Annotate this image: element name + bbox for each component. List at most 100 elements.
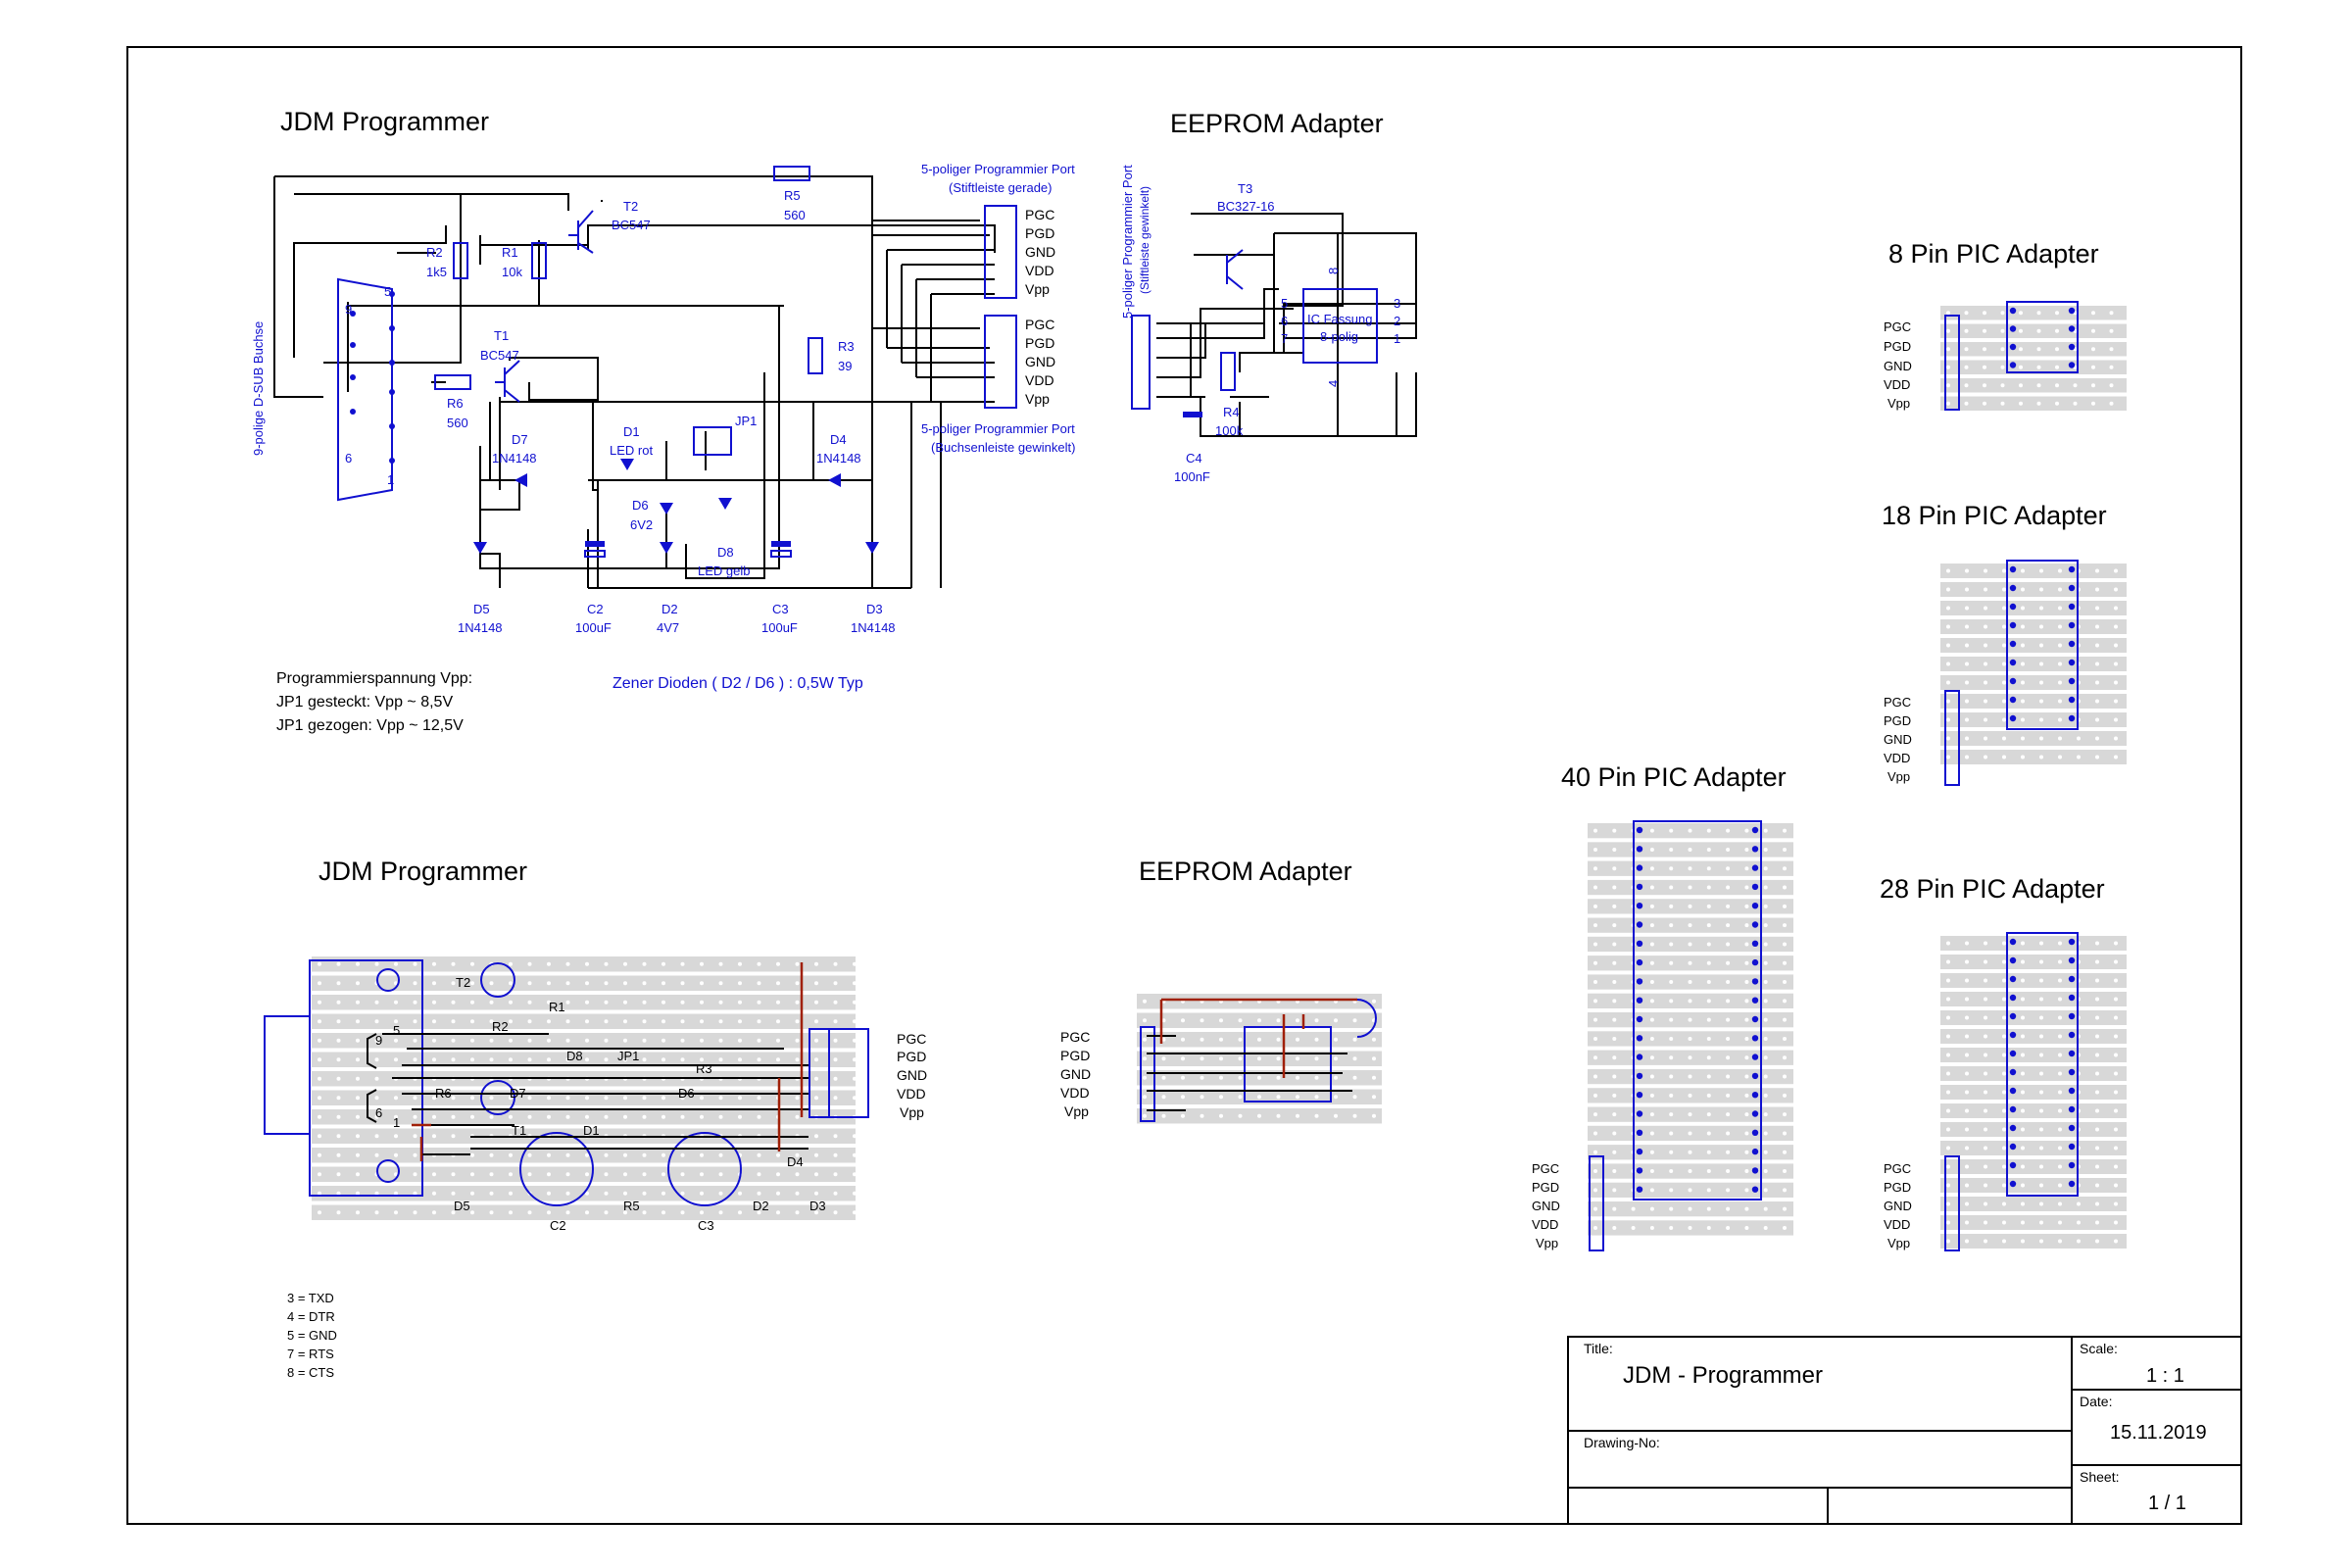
t1-footprint	[480, 1080, 515, 1115]
port-straight-lines: 5-poliger Programmier Port (Stiftleiste …	[921, 162, 1075, 455]
svg-text:6V2: 6V2	[630, 517, 653, 532]
svg-text:GND: GND	[1884, 732, 1912, 747]
jdm-board	[312, 956, 857, 1220]
svg-text:JP1: JP1	[617, 1049, 639, 1063]
svg-text:D6: D6	[632, 498, 649, 513]
r5-symbol	[773, 166, 810, 181]
svg-text:7 = RTS: 7 = RTS	[287, 1347, 334, 1361]
svg-text:PGD: PGD	[1060, 1048, 1090, 1063]
port-angled-symbol	[984, 315, 1017, 409]
svg-text:1N4148: 1N4148	[458, 620, 503, 635]
svg-text:39: 39	[838, 359, 852, 373]
svg-text:1: 1	[1394, 331, 1400, 346]
svg-text:IC Fassung: IC Fassung	[1307, 312, 1372, 326]
svg-text:GND: GND	[1884, 1199, 1912, 1213]
svg-text:2: 2	[1394, 314, 1400, 328]
svg-text:R5: R5	[623, 1199, 640, 1213]
layout-signal-labels: PGC PGD GND VDD Vpp	[897, 1031, 927, 1120]
svg-text:560: 560	[784, 208, 806, 222]
c3-symbol	[770, 541, 792, 558]
svg-text:(Buchsenleiste gewinkelt): (Buchsenleiste gewinkelt)	[931, 440, 1075, 455]
svg-text:VDD: VDD	[1025, 263, 1054, 278]
pic40-socket	[1633, 820, 1762, 1200]
pic8-board	[1940, 306, 2127, 411]
svg-text:LED rot: LED rot	[610, 443, 653, 458]
eeprom-board	[1137, 994, 1382, 1124]
title-block: Title: JDM - Programmer Drawing-No: Scal…	[1567, 1336, 2242, 1525]
d6-symbol	[660, 503, 673, 514]
dsub-shell	[264, 1015, 311, 1135]
drawing-title: JDM - Programmer	[1623, 1362, 1823, 1389]
svg-text:D8: D8	[566, 1049, 583, 1063]
svg-text:Vpp: Vpp	[1887, 769, 1910, 784]
svg-text:VDD: VDD	[1884, 377, 1910, 392]
svg-text:Vpp: Vpp	[1064, 1103, 1089, 1119]
svg-text:D2: D2	[753, 1199, 769, 1213]
dsub-pin-9: 9	[345, 302, 352, 317]
svg-text:3: 3	[1394, 296, 1400, 311]
svg-text:Vpp: Vpp	[1536, 1236, 1558, 1250]
scale-value: 1 : 1	[2146, 1365, 2184, 1387]
svg-text:C2: C2	[550, 1218, 566, 1233]
c4-symbol	[1183, 412, 1202, 417]
svg-text:JP1 gezogen: Vpp ~ 12,5V: JP1 gezogen: Vpp ~ 12,5V	[276, 717, 464, 734]
r1-symbol	[531, 242, 547, 279]
svg-text:JP1: JP1	[735, 414, 757, 428]
svg-text:C3: C3	[772, 602, 789, 616]
vpp-note: Programmierspannung Vpp: JP1 gesteckt: V…	[276, 670, 472, 734]
svg-text:100uF: 100uF	[575, 620, 612, 635]
svg-text:D5: D5	[454, 1199, 470, 1213]
d4-symbol	[828, 473, 841, 487]
svg-text:GND: GND	[1884, 359, 1912, 373]
title-jdm-layout: JDM Programmer	[318, 857, 527, 886]
svg-text:1k5: 1k5	[426, 265, 447, 279]
svg-text:PGD: PGD	[1532, 1180, 1559, 1195]
svg-text:Vpp: Vpp	[1025, 391, 1050, 407]
svg-text:8: 8	[1326, 268, 1341, 274]
c2-footprint	[519, 1132, 594, 1206]
svg-text:PGD: PGD	[1884, 1180, 1911, 1195]
pic28-header	[1944, 1155, 1960, 1251]
svg-text:PGC: PGC	[1025, 317, 1054, 332]
svg-text:1: 1	[393, 1115, 400, 1130]
svg-text:PGD: PGD	[1884, 339, 1911, 354]
r3-symbol	[808, 337, 823, 374]
pic18-board	[1940, 564, 2127, 764]
svg-text:8 = CTS: 8 = CTS	[287, 1365, 334, 1380]
pic28-socket	[2006, 932, 2079, 1197]
svg-text:PGD: PGD	[1884, 713, 1911, 728]
svg-text:100k: 100k	[1215, 423, 1244, 438]
svg-text:D6: D6	[678, 1086, 695, 1101]
dsub-mount-hole-bottom	[376, 1159, 400, 1183]
svg-text:560: 560	[447, 416, 468, 430]
port-footprint-angled	[828, 1028, 869, 1118]
svg-text:LED gelb: LED gelb	[698, 564, 750, 578]
eeprom-layout-signals: PGC PGD GND VDD Vpp	[1060, 1029, 1091, 1119]
svg-text:(Stiftleiste gerade): (Stiftleiste gerade)	[949, 180, 1053, 195]
svg-text:D3: D3	[866, 602, 883, 616]
svg-text:T3: T3	[1238, 181, 1252, 196]
svg-text:Vpp: Vpp	[1025, 281, 1050, 297]
svg-text:5-poliger Programmier Port: 5-poliger Programmier Port	[921, 421, 1075, 436]
eeprom-port-label-2: (Stiftleiste gewinkelt)	[1138, 186, 1152, 294]
svg-text:PGD: PGD	[897, 1049, 926, 1064]
svg-text:T1: T1	[512, 1123, 526, 1138]
svg-text:D2: D2	[662, 602, 678, 616]
svg-text:4 = DTR: 4 = DTR	[287, 1309, 335, 1324]
svg-text:1N4148: 1N4148	[492, 451, 537, 466]
zener-note: Zener Dioden ( D2 / D6 ) : 0,5W Typ	[612, 675, 863, 692]
svg-text:GND: GND	[1532, 1199, 1560, 1213]
svg-text:1N4148: 1N4148	[851, 620, 896, 635]
title-eeprom-layout: EEPROM Adapter	[1139, 857, 1352, 886]
svg-text:VDD: VDD	[897, 1086, 926, 1102]
sheet-border	[126, 46, 2242, 1525]
dsub-mount-hole-top	[376, 968, 400, 992]
t1-symbol	[495, 360, 520, 403]
d5-symbol	[473, 542, 487, 554]
svg-text:6: 6	[1281, 314, 1288, 328]
d1-symbol	[620, 459, 634, 470]
svg-text:PGD: PGD	[1025, 225, 1054, 241]
svg-text:T2: T2	[456, 975, 470, 990]
